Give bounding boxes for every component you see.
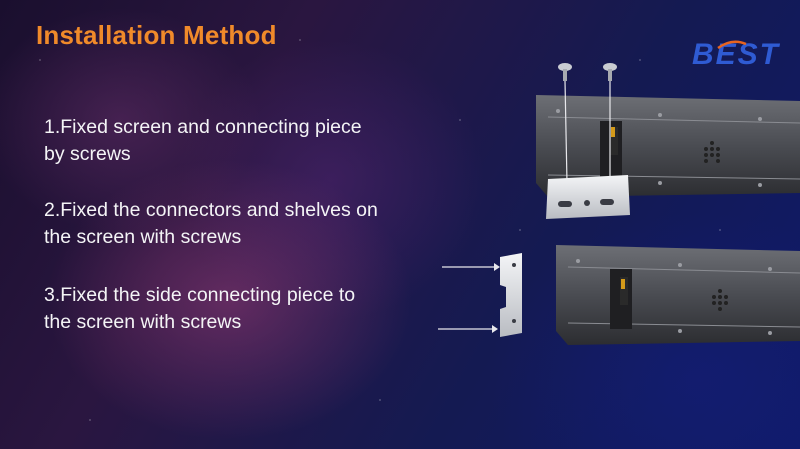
installation-illustration — [438, 63, 800, 345]
step-3: 3.Fixed the side connecting piece to the… — [44, 282, 464, 336]
display-bar-lower — [556, 245, 800, 345]
screw-right — [603, 63, 617, 183]
step-2-line-2: the screen with screws — [44, 226, 242, 248]
step-3-line-1: 3.Fixed the side connecting piece to — [44, 284, 356, 306]
arrow-lower — [438, 325, 498, 333]
display-bar-upper — [536, 95, 800, 197]
best-logo: BEST — [692, 38, 781, 71]
step-2: 2.Fixed the connectors and shelves on th… — [44, 197, 464, 251]
step-1-line-2: by screws — [44, 143, 131, 165]
side-connecting-piece — [500, 253, 522, 337]
screw-left — [558, 63, 572, 184]
connector-bracket — [546, 175, 630, 219]
step-1-line-1: 1.Fixed screen and connecting piece — [44, 116, 362, 138]
step-3-line-2: the screen with screws — [44, 311, 242, 333]
logo-text: BEST — [692, 38, 781, 71]
page-title: Installation Method — [36, 20, 277, 50]
arrow-upper — [442, 263, 500, 271]
step-1: 1.Fixed screen and connecting piece by s… — [44, 114, 464, 168]
step-2-line-1: 2.Fixed the connectors and shelves on — [44, 199, 378, 221]
